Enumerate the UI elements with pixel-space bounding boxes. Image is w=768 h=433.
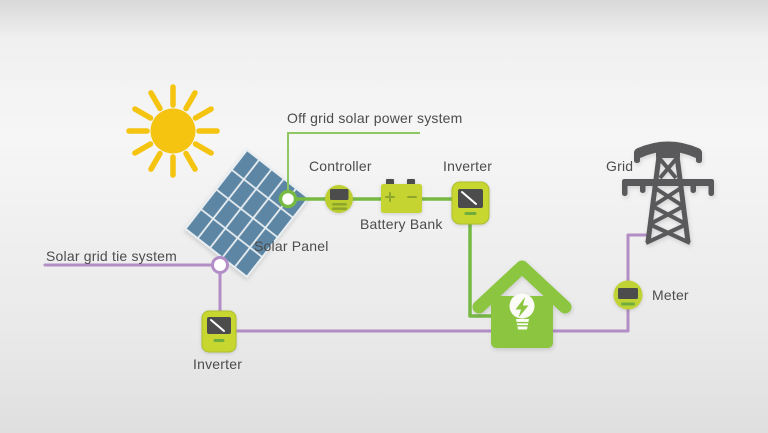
inverter-icon-off-grid (451, 181, 490, 225)
meter-icon (613, 280, 643, 310)
meter-label: Meter (652, 287, 689, 303)
battery-bank-icon (381, 179, 422, 213)
controller-label: Controller (309, 158, 372, 174)
off-grid-system-label: Off grid solar power system (287, 110, 463, 126)
battery-bank-label: Battery Bank (360, 216, 443, 232)
inverter-icon-grid-tie (201, 310, 237, 353)
off-grid-wire (286, 197, 496, 318)
inverter-off-grid-label: Inverter (443, 158, 493, 174)
controller-icon (325, 185, 353, 213)
connection-node-off-grid (278, 189, 298, 209)
inverter-grid-tie-label: Inverter (193, 356, 243, 372)
solar-panel-icon (184, 148, 310, 279)
grid-tie-system-label: Solar grid tie system (46, 248, 178, 264)
lightbulb-icon (509, 293, 535, 330)
solar-panel-label: Solar Panel (254, 238, 329, 254)
grid-label: Grid (606, 158, 634, 174)
connection-node-grid-tie (211, 256, 229, 274)
transmission-tower-icon (622, 141, 714, 245)
sun-icon (126, 84, 220, 178)
off-grid-label-line (287, 132, 420, 192)
house-icon (472, 260, 572, 348)
